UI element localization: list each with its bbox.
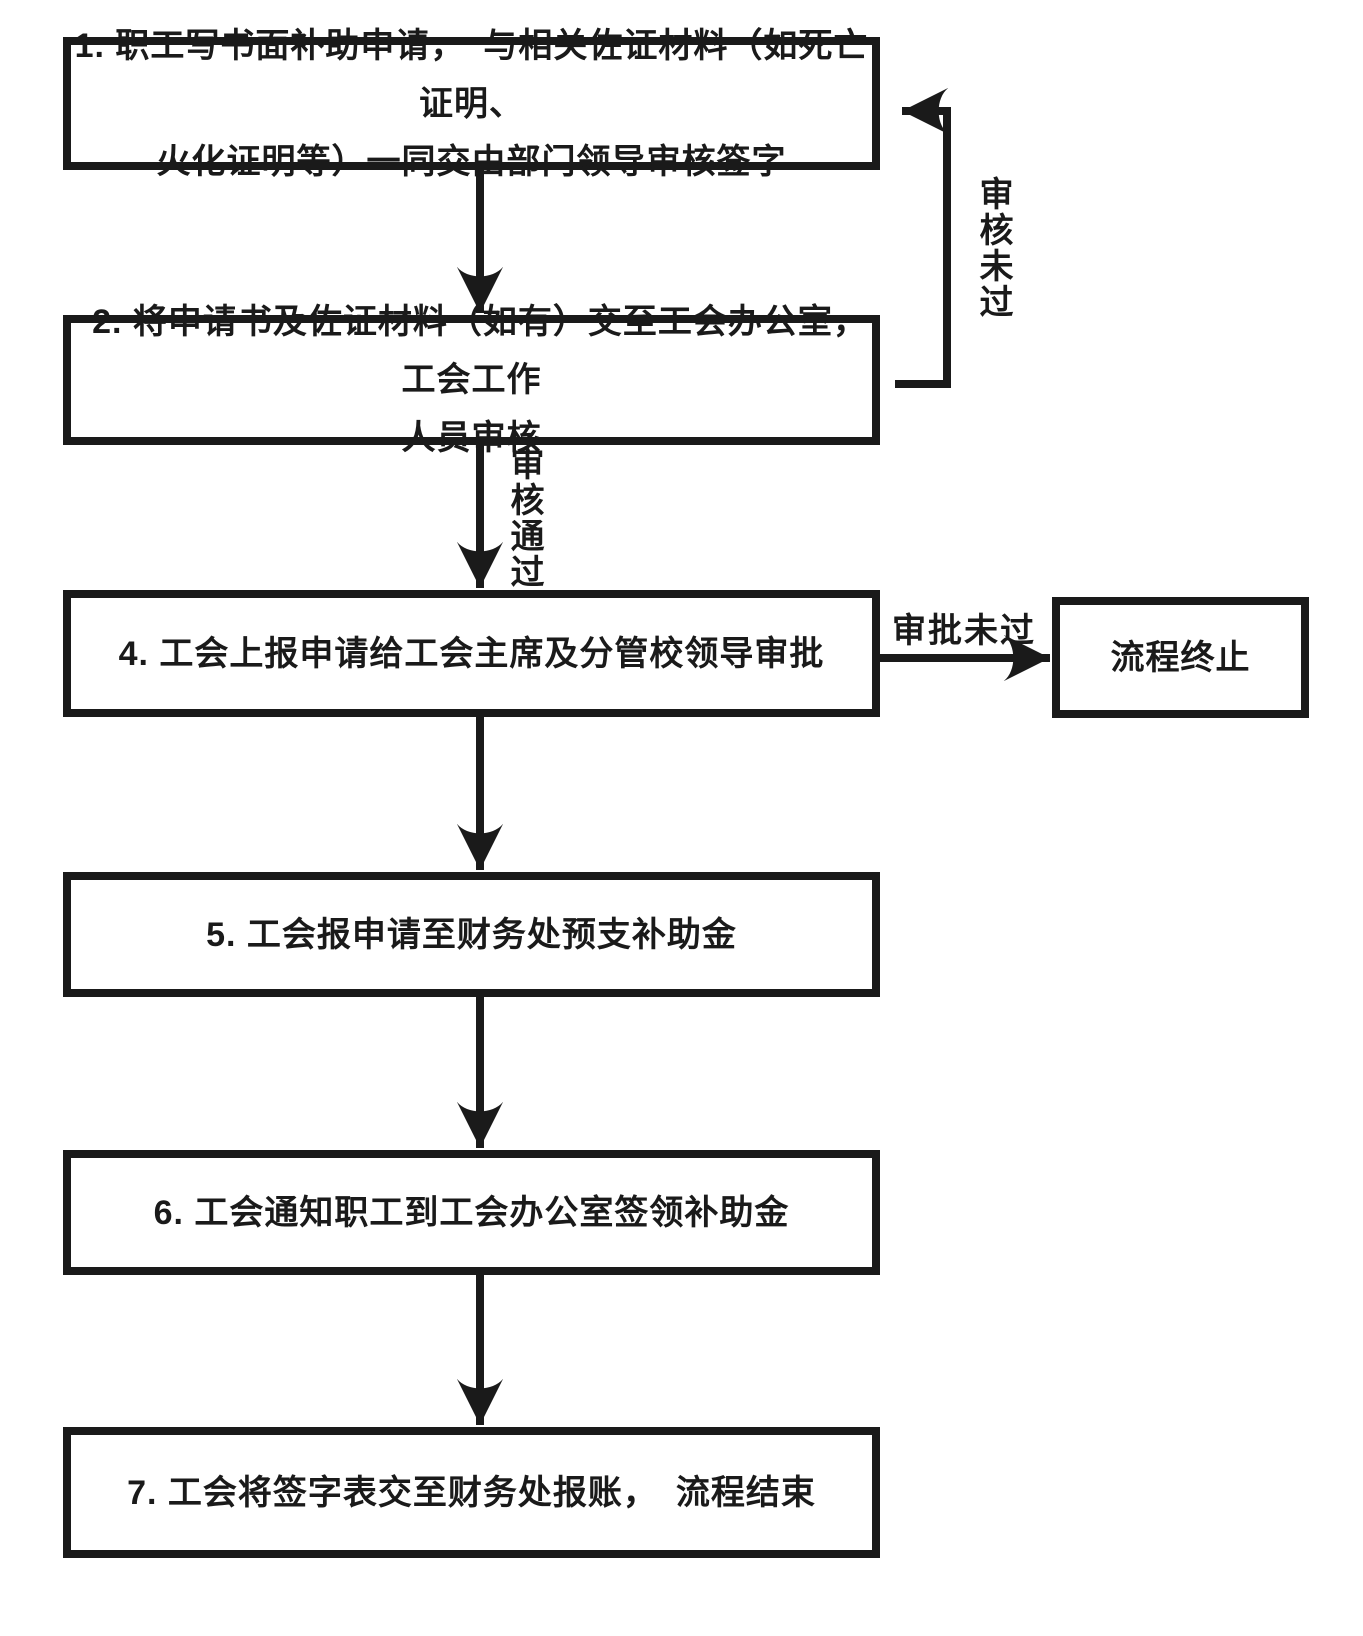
- step6-box: 6. 工会通知职工到工会办公室签领补助金: [63, 1150, 880, 1275]
- terminate-box: 流程终止: [1052, 597, 1309, 718]
- label-review-not-passed: 审核未过: [974, 176, 1012, 320]
- label-review-passed: 审核通过: [505, 446, 543, 590]
- step4-box: 4. 工会上报申请给工会主席及分管校领导审批: [63, 590, 880, 717]
- step2-box: 2. 将申请书及佐证材料（如有）交至工会办公室， 工会工作 人员审核: [63, 303, 880, 457]
- step4-text: 4. 工会上报申请给工会主席及分管校领导审批: [118, 634, 825, 673]
- step1-box: 1. 职工写书面补助申请， 与相关佐证材料（如死亡证明、 火化证明等）一同交由部…: [63, 27, 880, 181]
- arrow-loop-step2-to-step1: [895, 87, 951, 388]
- step7-text: 7. 工会将签字表交至财务处报账， 流程结束: [127, 1473, 816, 1512]
- label-approval-not-passed: 审批未过: [892, 612, 1036, 650]
- step7-box: 7. 工会将签字表交至财务处报账， 流程结束: [63, 1427, 880, 1558]
- step1-text: 1. 职工写书面补助申请， 与相关佐证材料（如死亡证明、 火化证明等）一同交由部…: [74, 26, 869, 181]
- step6-text: 6. 工会通知职工到工会办公室签领补助金: [153, 1193, 790, 1232]
- step5-box: 5. 工会报申请至财务处预支补助金: [63, 872, 880, 997]
- step2-text: 2. 将申请书及佐证材料（如有）交至工会办公室， 工会工作 人员审核: [92, 303, 851, 457]
- terminate-text: 流程终止: [1110, 638, 1251, 677]
- step5-text: 5. 工会报申请至财务处预支补助金: [206, 915, 737, 954]
